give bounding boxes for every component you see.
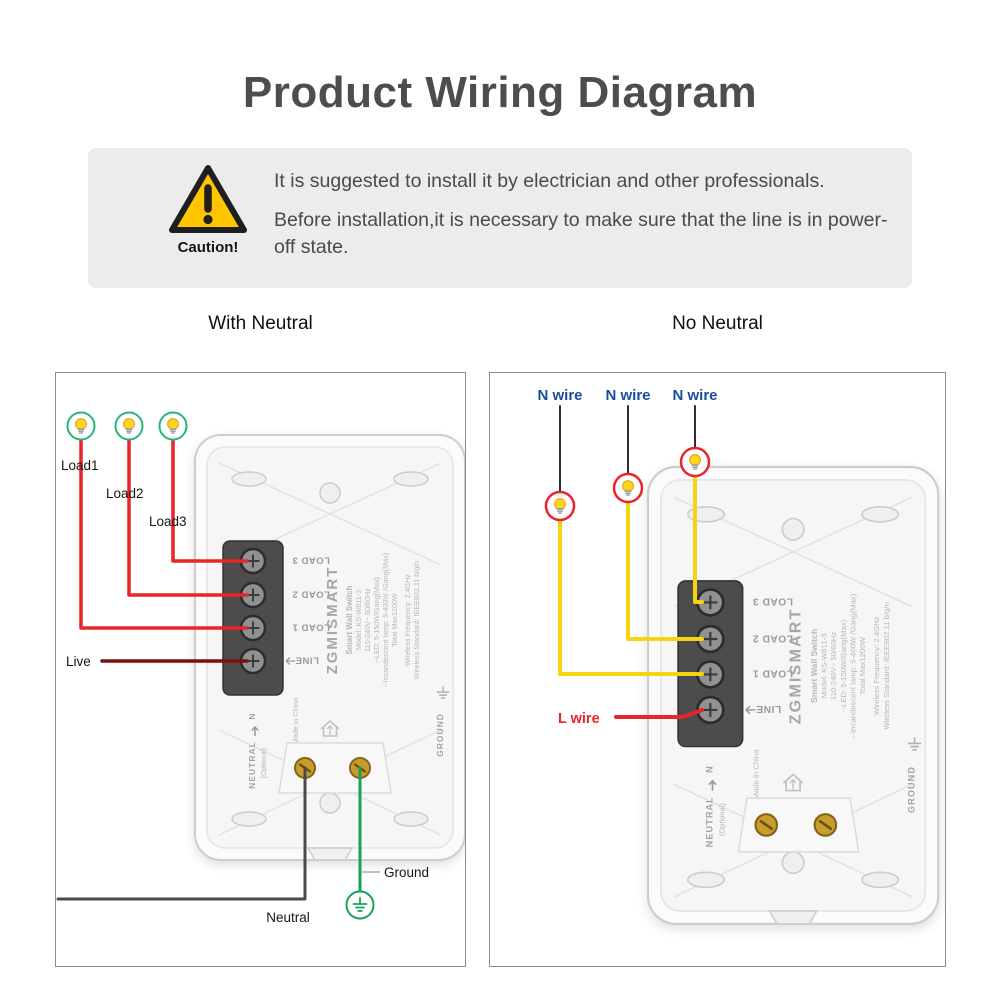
l-wire-label: L wire <box>558 711 600 727</box>
bulb-1-circled <box>544 490 576 522</box>
smart-switch-device-right <box>648 467 938 924</box>
bulb-2-circled <box>612 472 644 504</box>
warning-triangle-icon <box>169 165 247 233</box>
page-title: Product Wiring Diagram <box>242 68 758 117</box>
with-neutral-panel: Load1 Load2 Load3 Live Neutral Ground <box>55 372 466 967</box>
load2-bulb <box>114 411 144 441</box>
live-label: Live <box>66 654 91 669</box>
load1-label: Load1 <box>61 458 99 473</box>
ground-symbol <box>345 890 375 920</box>
ground-label: Ground <box>384 865 429 880</box>
caution-line-2: Before installation,it is necessary to m… <box>274 209 888 258</box>
load1-wire <box>79 438 249 630</box>
load3-label: Load3 <box>149 514 187 529</box>
load2-wire <box>127 438 249 597</box>
n-wire-label-1: N wire <box>537 387 582 404</box>
no-neutral-diagram: N wire N wire N wire L wire <box>537 387 945 966</box>
yellow-load1-wire <box>558 518 704 676</box>
neutral-wire <box>56 766 307 901</box>
caution-panel: Caution! It is suggested to install it b… <box>88 148 912 288</box>
load3-wire <box>171 438 249 563</box>
neutral-label: Neutral <box>266 910 310 925</box>
smart-switch-device-left <box>195 435 465 860</box>
caution-icon-block: Caution! <box>138 162 278 256</box>
bulb-3-circled <box>679 446 711 478</box>
load3-bulb <box>158 411 188 441</box>
n-wire-label-2: N wire <box>605 387 650 404</box>
no-neutral-heading: No Neutral <box>672 313 763 334</box>
caution-line-1: It is suggested to install it by electri… <box>274 170 825 192</box>
l-wire <box>614 708 704 719</box>
with-neutral-heading: With Neutral <box>208 313 313 334</box>
no-neutral-panel: N wire N wire N wire L wire <box>489 372 946 967</box>
load2-label: Load2 <box>106 486 144 501</box>
caution-label: Caution! <box>177 239 239 256</box>
with-neutral-diagram: Load1 Load2 Load3 Live Neutral Ground <box>56 411 465 925</box>
caution-text: It is suggested to install it by electri… <box>274 168 890 260</box>
yellow-load2-wire <box>626 500 704 641</box>
load1-bulb <box>66 411 96 441</box>
yellow-load3-wire <box>693 474 704 604</box>
n-wire-label-3: N wire <box>672 387 717 404</box>
